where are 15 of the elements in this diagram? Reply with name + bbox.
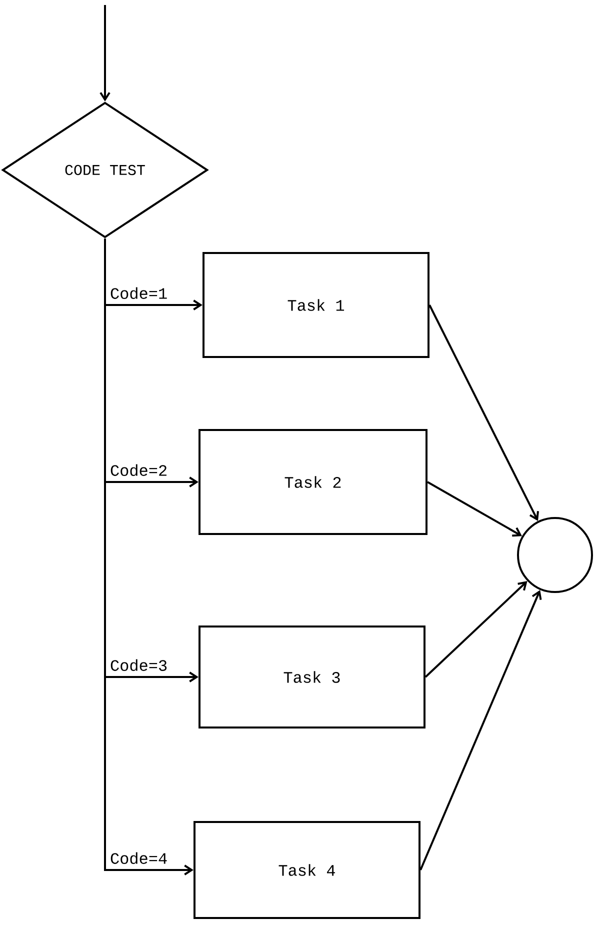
arrow [104, 238, 194, 876]
arrow [428, 304, 539, 522]
arrow [424, 581, 528, 678]
process-box: Task 1 [202, 252, 430, 358]
arrow [100, 5, 110, 102]
connector-circle [517, 517, 593, 593]
edge-label: Code=2 [109, 463, 169, 477]
process-box: Task 3 [198, 626, 426, 728]
arrow [427, 481, 522, 537]
edge-label: Code=1 [109, 286, 169, 300]
edge-label: Code=4 [109, 851, 169, 865]
edge-label: Code=3 [109, 658, 169, 672]
process-box: Task 4 [194, 821, 420, 919]
arrow [420, 590, 542, 870]
process-box: Task 2 [198, 429, 428, 535]
